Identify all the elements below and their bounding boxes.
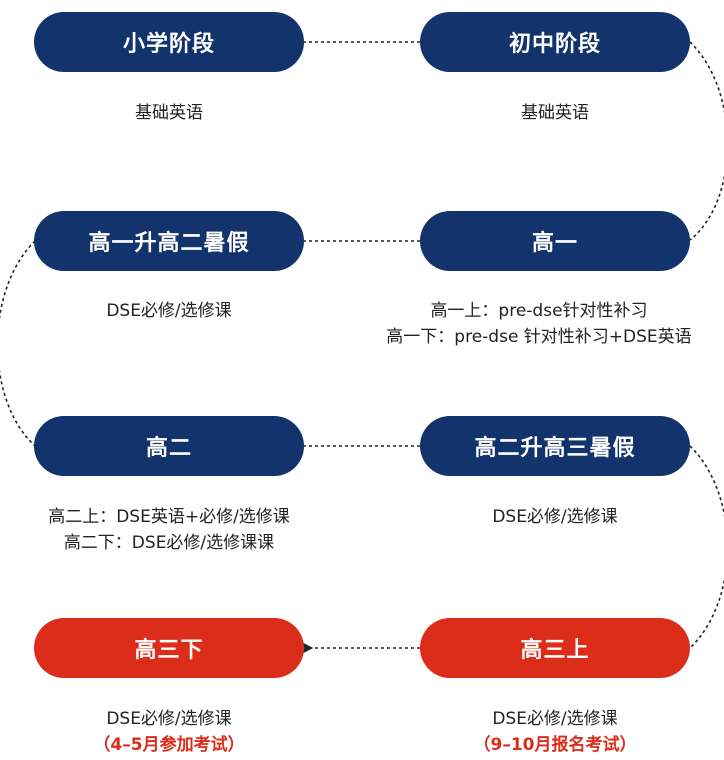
stage-primary-desc: 基础英语 [0,100,349,126]
desc-line: DSE必修/选修课 [106,709,232,729]
desc-line: DSE必修/选修课 [492,709,618,729]
exam-note: （9–10月报名考试） [473,735,637,755]
desc-line: DSE必修/选修课 [492,507,618,527]
stage-summer1-desc: DSE必修/选修课 [0,298,349,324]
desc-line: 高二上：DSE英语+必修/选修课 [48,507,290,527]
stage-summer-g11-g12: 高二升高三暑假 [420,416,690,476]
stage-title: 高二升高三暑假 [474,436,636,461]
stage-grade-12-first-term: 高三上 [420,618,690,678]
desc-line: 高一下：pre-dse 针对性补习+DSE英语 [386,327,692,347]
stage-g10-desc: 高一上：pre-dse针对性补习 高一下：pre-dse 针对性补习+DSE英语 [359,298,719,350]
stage-g12b-desc: DSE必修/选修课 （4–5月参加考试） [0,706,349,758]
stage-grade-11: 高二 [34,416,304,476]
connector-summer2-to-g12a [689,445,724,649]
stage-grade-10: 高一 [420,211,690,271]
connector-summer1-to-g11 [0,240,36,447]
desc-line: 基础英语 [135,103,203,123]
stage-title: 高一升高二暑假 [88,231,250,256]
stage-grade-12-second-term: 高三下 [34,618,304,678]
stage-junior-desc: 基础英语 [375,100,724,126]
stage-summer2-desc: DSE必修/选修课 [375,504,724,530]
stage-g11-desc: 高二上：DSE英语+必修/选修课 高二下：DSE必修/选修课课 [0,504,349,556]
connector-junior-to-g10 [689,41,724,241]
stage-title: 高二 [145,436,192,461]
desc-line: 基础英语 [521,103,589,123]
stage-g12a-desc: DSE必修/选修课 （9–10月报名考试） [375,706,724,758]
desc-line: 高二下：DSE必修/选修课课 [63,533,275,553]
stage-title: 高一 [531,231,578,256]
stage-primary-school: 小学阶段 [34,12,304,72]
desc-line: 高一上：pre-dse针对性补习 [430,301,648,321]
stage-title: 高三上 [520,638,590,663]
stage-title: 高三下 [134,638,204,663]
stage-title: 初中阶段 [508,32,601,57]
stage-junior-high: 初中阶段 [420,12,690,72]
stage-summer-g10-g11: 高一升高二暑假 [34,211,304,271]
desc-line: DSE必修/选修课 [106,301,232,321]
exam-note: （4–5月参加考试） [93,735,245,755]
stage-title: 小学阶段 [122,32,215,57]
